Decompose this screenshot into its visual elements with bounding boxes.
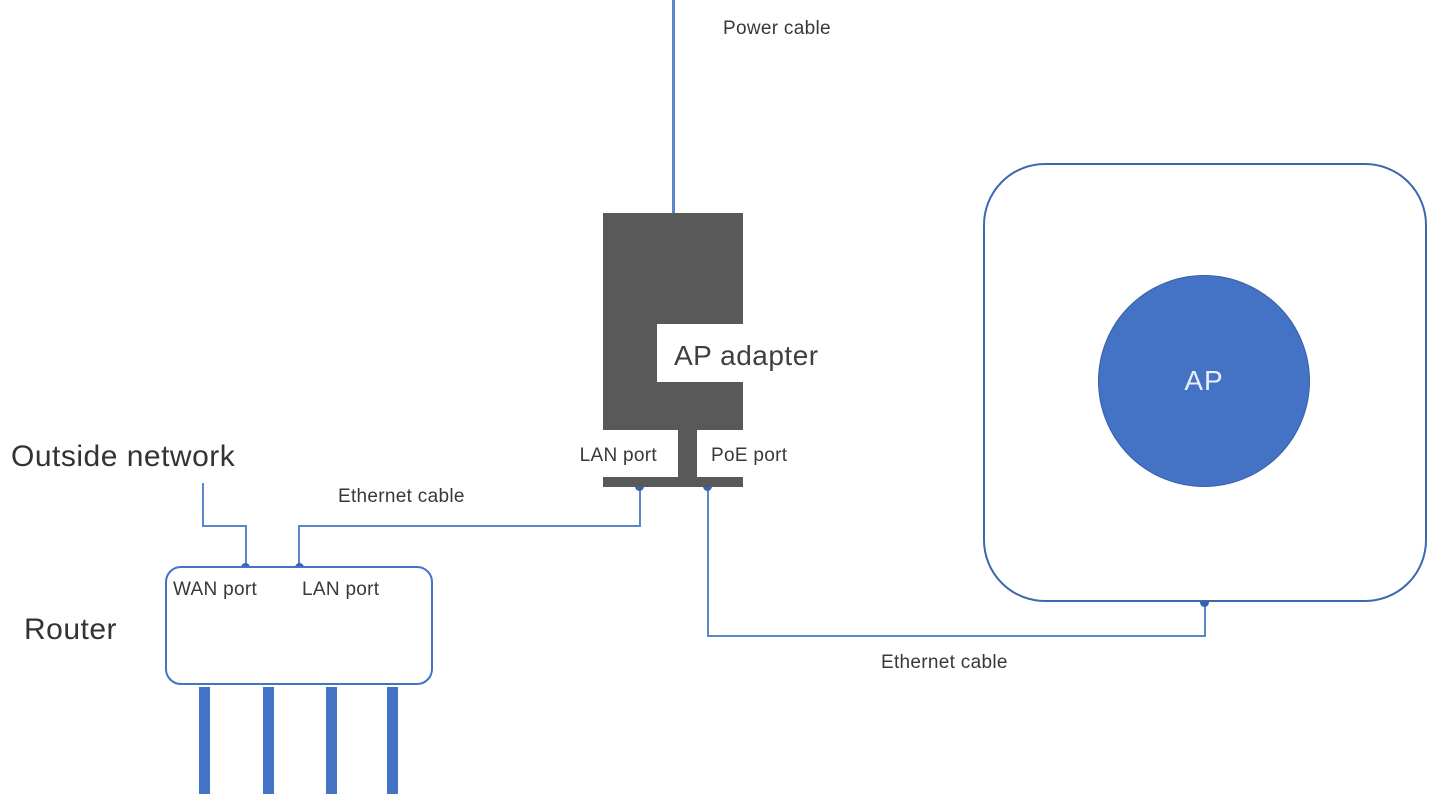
router-leg-3 [326, 687, 337, 794]
ethernet-wire-poe-run [707, 635, 1206, 637]
ap-adapter-stem [678, 430, 697, 477]
ethernet-wire-poe-rise [1204, 602, 1206, 637]
ethernet-wire-poe-drop [707, 487, 709, 637]
power-cable-wire [672, 0, 675, 213]
router-leg-2 [263, 687, 274, 794]
router-wan-port-label: WAN port [173, 579, 258, 600]
outside-network-label: Outside network [11, 440, 236, 473]
router-leg-1 [199, 687, 210, 794]
ap-adapter-label: AP adapter [674, 340, 819, 371]
ap-label: AP [1184, 365, 1224, 396]
ap-node: AP [1098, 275, 1310, 487]
router-lan-port-label: LAN port [302, 579, 380, 600]
outside-network-wire-drop [202, 483, 204, 527]
outside-network-wire-rise [245, 525, 247, 568]
ap-adapter-body [603, 213, 743, 430]
power-cable-label: Power cable [723, 18, 831, 39]
ethernet-wire-lan-drop [639, 487, 641, 527]
ap-adapter-notch [657, 324, 744, 382]
adapter-poe-port-label: PoE port [711, 445, 788, 466]
router-leg-4 [387, 687, 398, 794]
ap-connector-dot [1200, 598, 1209, 607]
router-label: Router [24, 613, 118, 646]
ethernet-wire-lan-rise [298, 525, 300, 568]
ethernet-cable-top-label: Ethernet cable [338, 486, 465, 507]
ethernet-cable-bottom-label: Ethernet cable [881, 652, 1008, 673]
adapter-lan-port-label: LAN port [579, 445, 657, 466]
ap-enclosure-box [983, 163, 1427, 602]
router-box [165, 566, 433, 685]
ethernet-wire-lan-run [298, 525, 641, 527]
outside-network-wire-run [202, 525, 247, 527]
ap-adapter-base-bar [603, 477, 743, 487]
